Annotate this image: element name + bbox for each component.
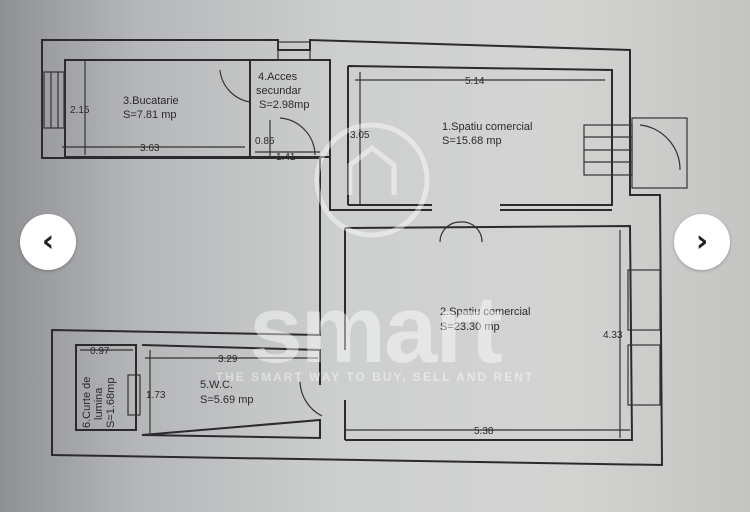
dimension-label: 3.63 (140, 143, 160, 154)
dimension-label: 0.86 (255, 136, 275, 147)
dimension-label: 3.05 (350, 130, 370, 141)
room-area: S=23.30 mp (440, 321, 500, 333)
room-label: 5.W.C. (200, 379, 233, 391)
previous-image-button[interactable]: ‹ (20, 214, 76, 270)
room-area: S=1.68mp (105, 378, 117, 428)
room-area: S=15.68 mp (442, 135, 502, 147)
room-label: 6.Curte de (81, 377, 93, 428)
room-area: S=2.98mp (259, 99, 309, 111)
door-swing (219, 69, 251, 103)
room-label: 3.Bucatarie (123, 95, 179, 107)
dimension-label: 2.15 (70, 105, 90, 116)
room-court (75, 344, 137, 431)
room-label: 4.Acces (258, 71, 298, 83)
next-image-button[interactable]: › (674, 214, 730, 270)
window (277, 41, 311, 61)
stairs-left (43, 71, 65, 129)
room-wc (141, 344, 321, 440)
dimension-label: 5.14 (465, 76, 485, 87)
chevron-right-icon: › (695, 224, 709, 259)
dimension-label: 5.38 (474, 426, 494, 437)
stairs-right (583, 117, 688, 189)
watermark-house-icon (314, 122, 430, 238)
room-area: S=5.69 mp (200, 394, 254, 406)
room-label: 1.Spatiu comercial (442, 121, 533, 133)
dimension-label: 1.41 (276, 152, 296, 163)
window-right (627, 269, 661, 406)
room-label: lumina (93, 387, 105, 420)
dimension-label: 1.73 (146, 390, 166, 401)
dimension-label: 3.29 (218, 354, 238, 365)
room-area: S=7.81 mp (123, 109, 177, 121)
double-door (439, 221, 483, 243)
room-2 (344, 224, 634, 441)
interior-wall (329, 70, 612, 211)
room-label: 2.Spatiu comercial (440, 306, 531, 318)
chevron-left-icon: ‹ (41, 224, 55, 259)
window (127, 374, 141, 416)
room-label: secundar (256, 85, 302, 97)
dimension-label: 4.33 (603, 330, 623, 341)
outer-wall (41, 38, 664, 467)
door-swing (299, 381, 323, 417)
dimension-lines (62, 60, 630, 438)
door-swing (279, 117, 316, 156)
dimension-label: 0.97 (90, 346, 110, 357)
